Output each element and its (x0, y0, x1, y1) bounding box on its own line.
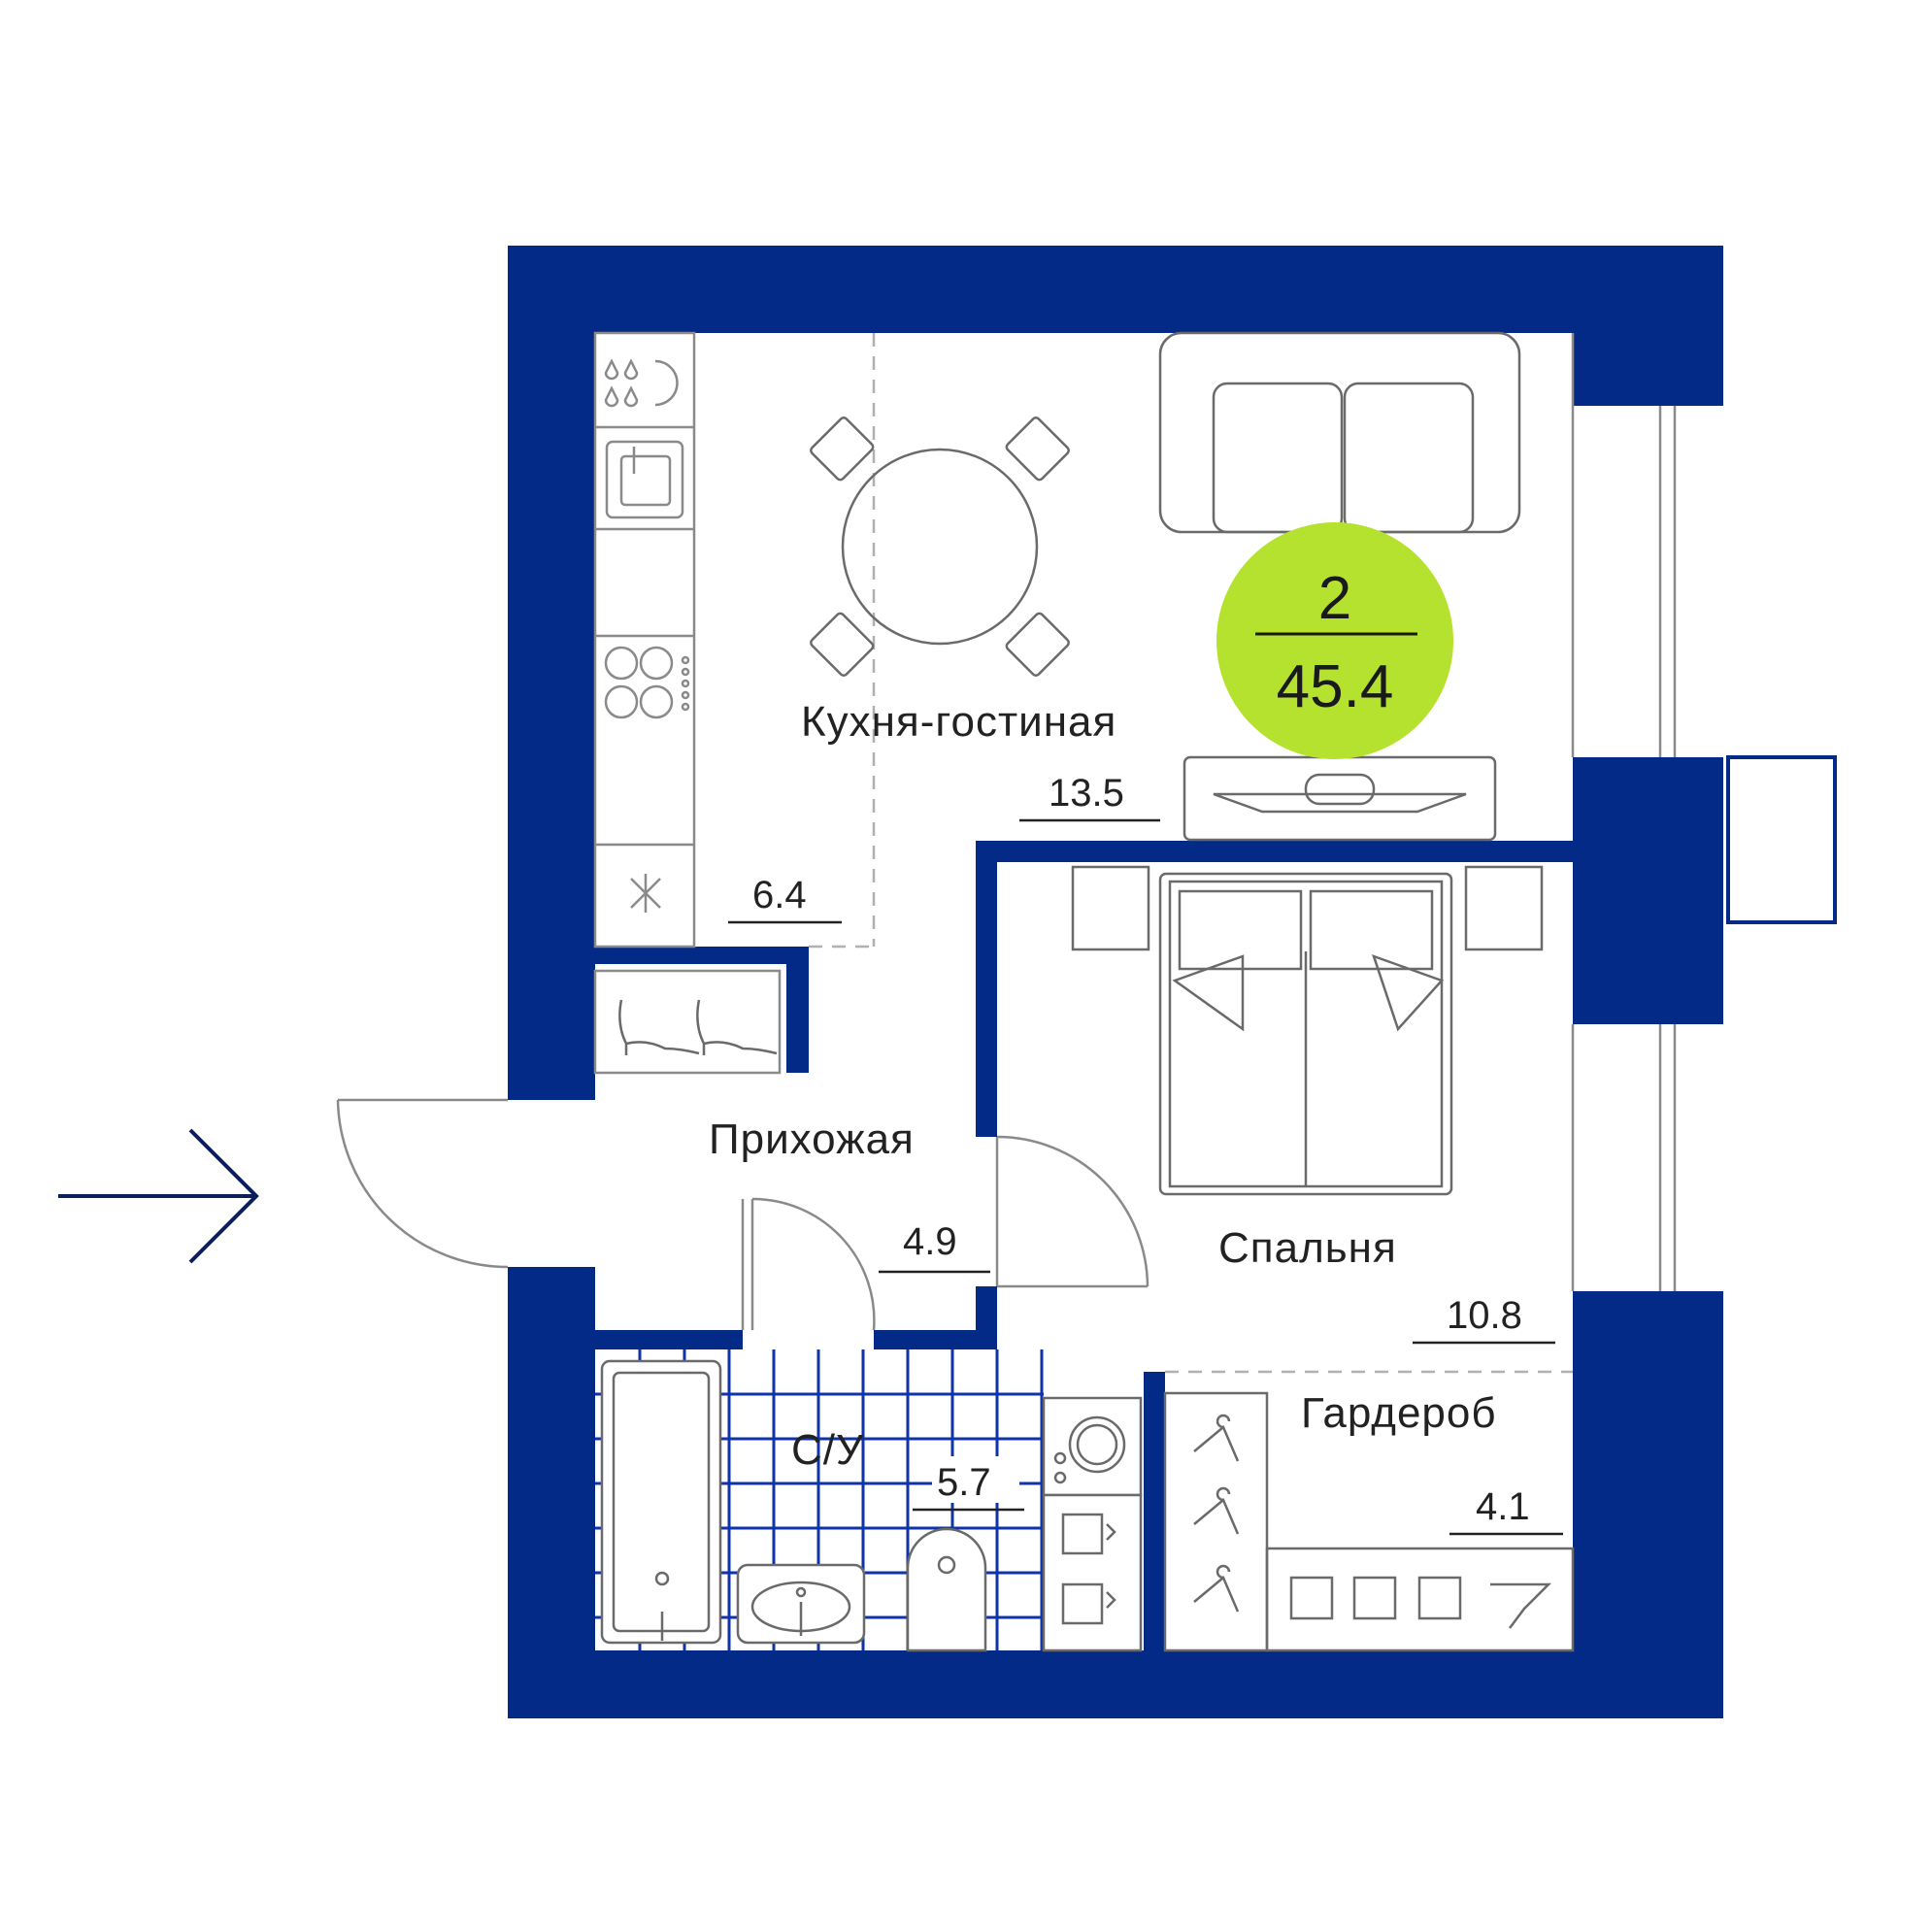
bedroom-door-swing-icon (995, 1135, 1149, 1288)
partition-bath-top-right (874, 1330, 997, 1349)
area-hallway: 4.9 (903, 1220, 957, 1263)
partition-bedroom-top (976, 841, 1573, 862)
washing-machine-icon (1042, 1396, 1143, 1497)
sink-icon (605, 440, 684, 519)
wall-right-top (1573, 246, 1723, 406)
dishwasher-icon (604, 358, 679, 408)
wall-left-lower (508, 1267, 595, 1718)
stove-icon (604, 646, 690, 719)
wardrobe (1163, 1391, 1575, 1652)
nightstand-right-icon (1464, 865, 1544, 951)
area-kitchen: 6.4 (752, 874, 807, 916)
badge-area: 45.4 (1277, 653, 1394, 720)
label-wardrobe: Гардероб (1301, 1389, 1497, 1437)
balcony-box (1726, 755, 1837, 924)
kitchen-counter (593, 331, 696, 949)
partition-bath-top-left (595, 1330, 743, 1349)
tv-icon (1183, 755, 1497, 842)
label-bathroom: С/У (791, 1426, 864, 1474)
folded-clothes-icon (1289, 1576, 1552, 1629)
toilet-icon (906, 1527, 987, 1652)
shoe-rack (593, 969, 782, 1075)
dining-table-icon (810, 416, 1070, 677)
wall-bottom (508, 1650, 1723, 1718)
partition-kitchen-hall (595, 947, 809, 964)
label-kitchen-living: Кухня-гостиная (801, 698, 1116, 746)
bathtub-icon (600, 1359, 722, 1645)
shoe-icon (618, 999, 778, 1055)
entrance-door-swing-icon (336, 1098, 509, 1269)
label-hallway: Прихожая (709, 1115, 915, 1163)
sofa-icon (1158, 331, 1521, 534)
wall-left-upper (508, 246, 595, 1100)
badge-circle (1216, 522, 1453, 759)
nightstand-left-icon (1071, 865, 1150, 951)
sink-bath-icon (736, 1563, 866, 1645)
hanger-icon (1193, 1414, 1240, 1613)
apartment-badge: 2 45.4 (1216, 522, 1453, 759)
partition-bedroom-left (976, 841, 997, 1137)
walls (508, 246, 1723, 1718)
area-bathroom-bg (932, 1456, 1019, 1503)
label-bedroom: Спальня (1218, 1224, 1397, 1272)
area-kitchen-living: 13.5 (1049, 772, 1124, 815)
zone-dividers (809, 333, 1573, 1374)
bath-shelf-icon (1042, 1493, 1143, 1652)
wall-right-bottom (1573, 1291, 1723, 1718)
badge-rooms: 2 (1318, 565, 1351, 632)
fridge-icon (630, 874, 661, 913)
wall-right-middle (1573, 757, 1723, 1024)
bathroom-door-swing-icon (741, 1197, 876, 1331)
area-bathroom: 5.7 (937, 1461, 991, 1504)
entrance-arrow-icon (58, 1128, 259, 1264)
wall-top (508, 246, 1723, 333)
partition-bath-right (1144, 1372, 1165, 1650)
window-frames (1571, 333, 1677, 1291)
area-bedroom: 10.8 (1447, 1294, 1522, 1337)
area-wardrobe: 4.1 (1476, 1485, 1530, 1528)
partition-shoe-right (786, 947, 809, 1073)
bed-icon (1158, 872, 1453, 1196)
